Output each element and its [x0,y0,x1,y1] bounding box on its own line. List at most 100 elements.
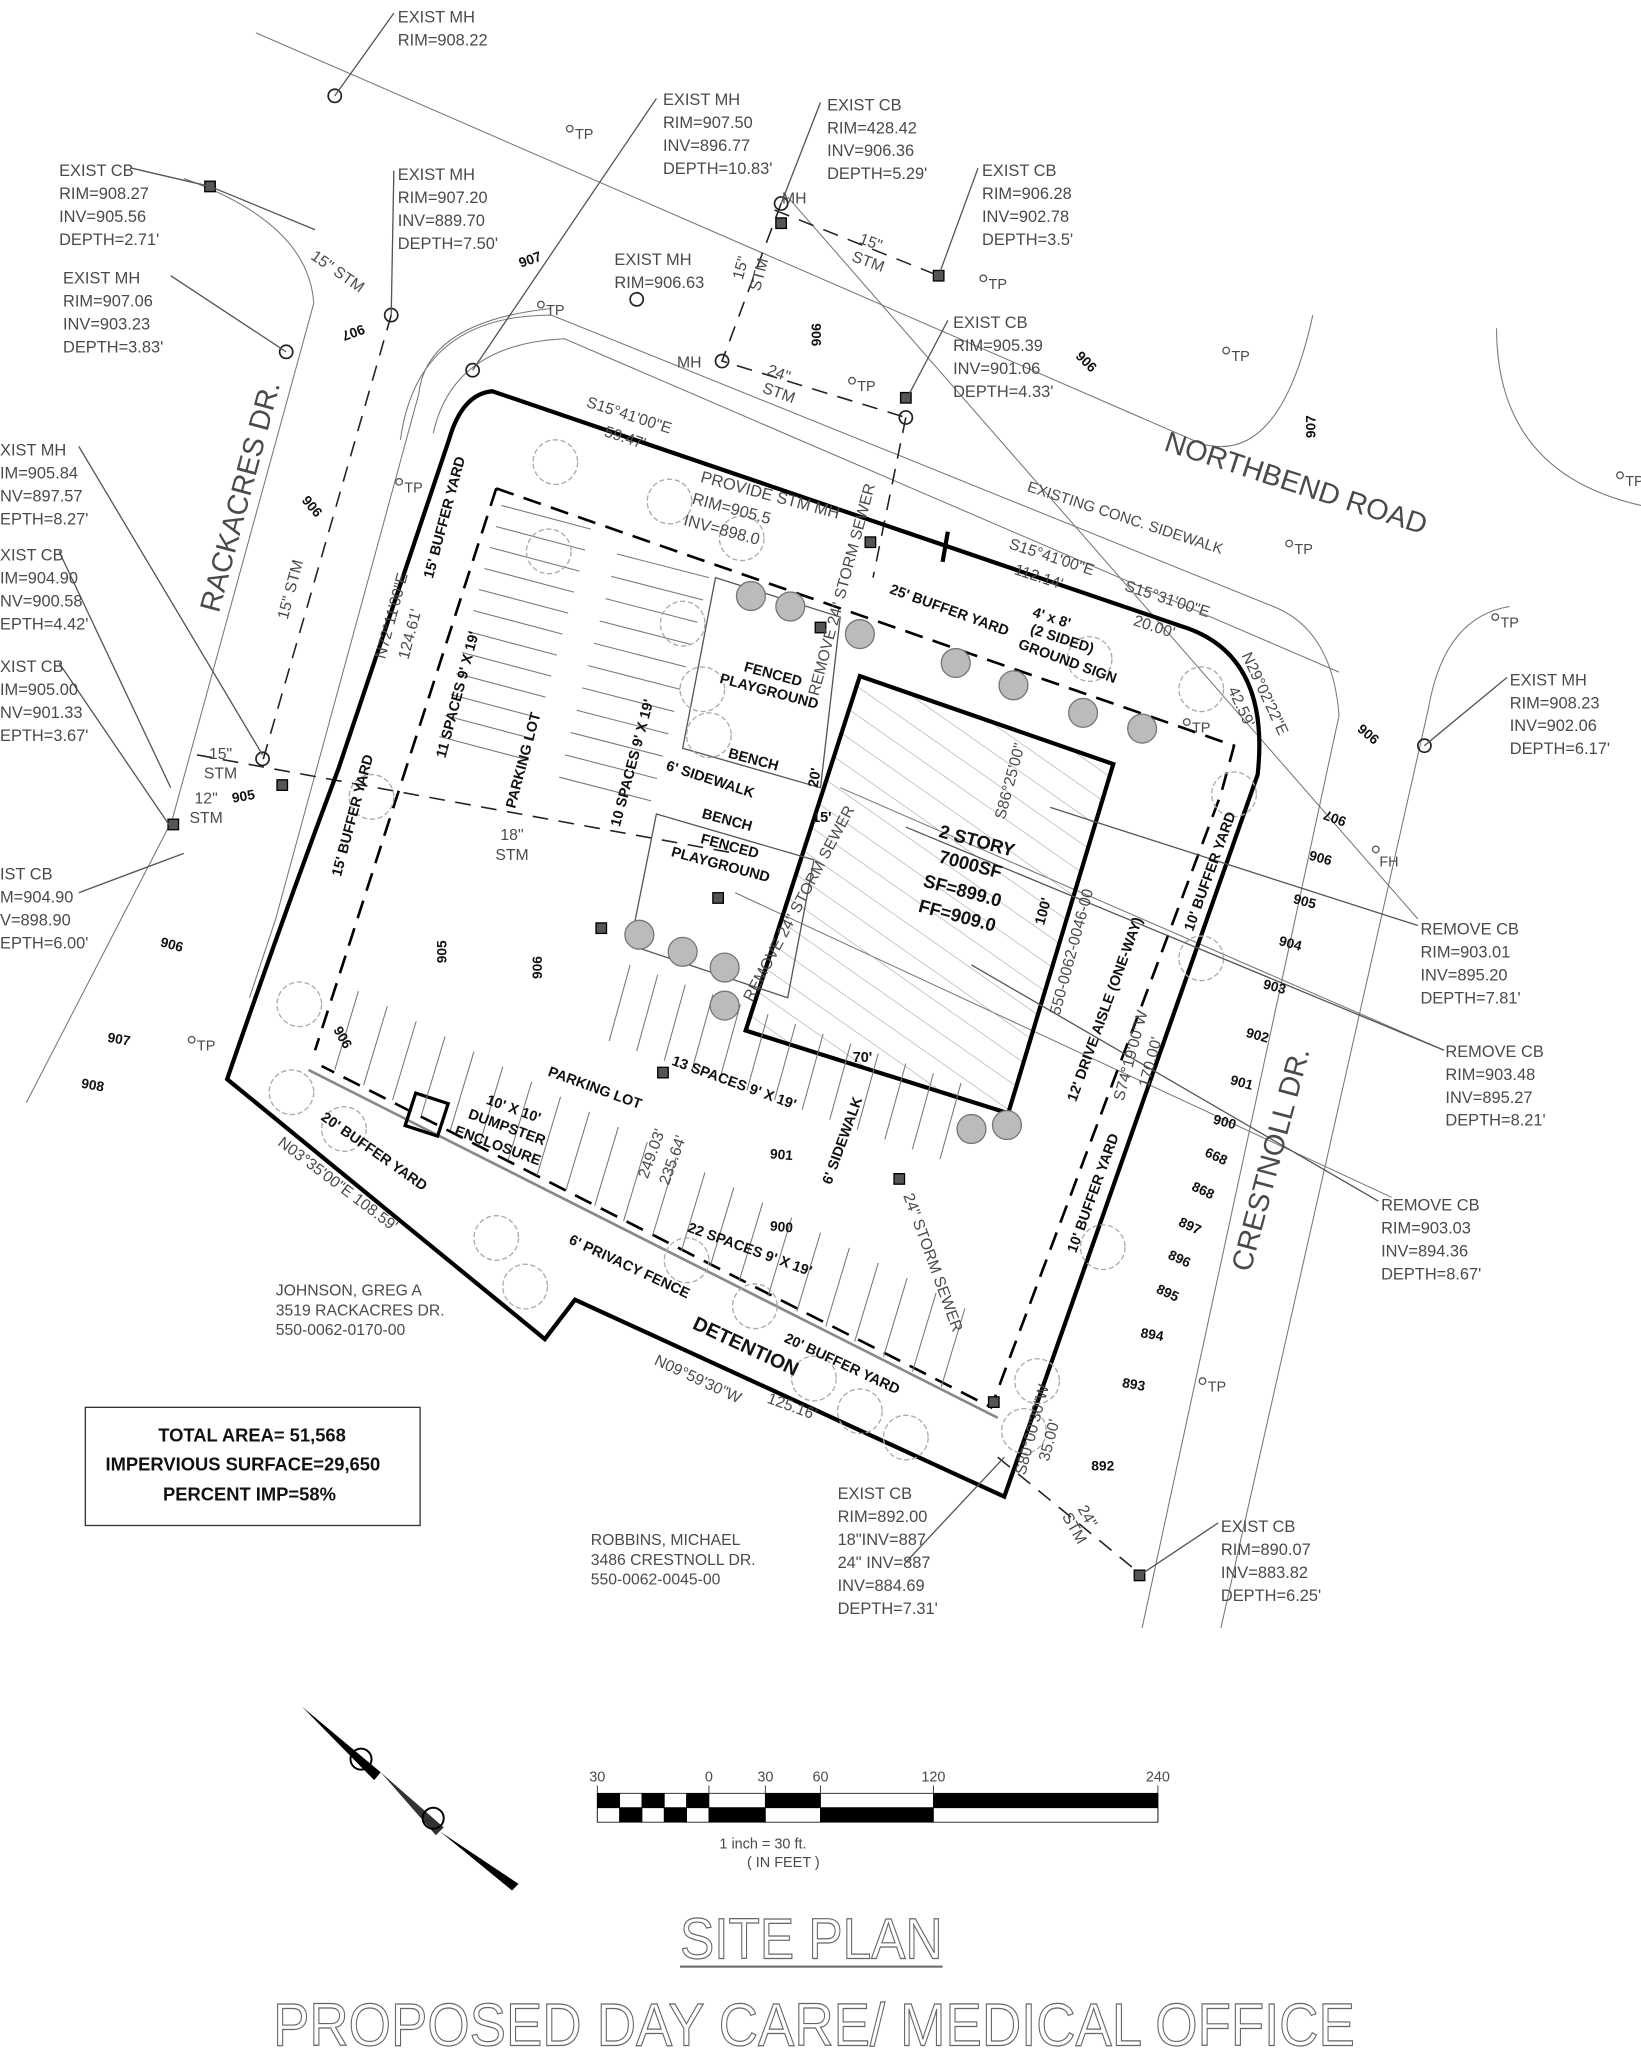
northbend-road-north-edge [255,32,1314,448]
sign-jog [940,531,950,563]
rackacres-east-edge [248,308,552,998]
contour-label: 905 [231,787,257,806]
scale-cell [619,1792,643,1809]
contour-label: 907 [1303,415,1318,438]
contour-label: 905 [1292,891,1318,912]
stall-line [856,1053,879,1130]
leader-line [905,1456,1005,1563]
callout-line: INV=902.06 [1510,717,1597,735]
owner-info: 550-0062-0045-00 [591,1572,721,1589]
stall-line [663,984,686,1061]
contour-label: 906 [1307,848,1333,869]
callout-line: REMOVE CB [1445,1043,1544,1061]
leader-line [1050,806,1419,927]
callout-line: EPTH=4.42' [0,616,88,634]
plan-annotation: 15" STM [308,248,368,297]
scale-cell [820,1807,934,1823]
catch-basin-icon [775,217,788,230]
leader-line [472,98,657,371]
stall-line [691,994,714,1071]
callout-line: RIM=903.48 [1445,1066,1535,1084]
storm-line [196,203,1143,1576]
callout-line: EPTH=8.27' [0,510,88,528]
callout-line: NV=901.33 [0,704,83,722]
scale-tick-label: 30 [757,1769,773,1785]
callout-line: EXIST MH [614,251,691,269]
trees [268,439,1258,1461]
tree-icon [525,528,572,575]
catch-basin-icon [595,922,608,935]
callout-line: DEPTH=6.17' [1510,740,1610,758]
impervious-surface: IMPERVIOUS SURFACE=29,650 [106,1453,381,1474]
plan-annotation: N09°59'30"W [652,1352,744,1407]
stall-line [507,1081,533,1161]
callout-line: IM=904.90 [0,570,78,588]
callout-line: INV=896.77 [663,137,750,155]
stall-line [495,525,586,551]
plan-annotation: 15" [209,746,232,763]
site-label: 70' [853,1050,873,1066]
tp-marker-icon [1182,718,1191,726]
stall-line [709,1187,735,1267]
scale-cell [663,1792,687,1809]
tree-icon [882,1414,929,1461]
stall-line [439,735,529,761]
tp-label: TP [1294,542,1312,558]
owner-info: 3519 RACKACRES DR. [276,1302,445,1319]
scale-cell [708,1792,766,1809]
callout-line: DEPTH=2.71' [59,231,159,249]
stall-line [593,642,686,668]
stall-line [774,1023,797,1101]
leader-line [78,852,185,894]
plan-annotation: RACKACRES DR. [195,378,287,616]
tp-marker-icon [1285,539,1294,548]
stall-line [883,1277,908,1357]
stall-line [608,964,631,1042]
stall-line [478,1066,504,1146]
stall-line [449,1051,475,1131]
plan-annotation: STM [495,847,528,864]
stall-line [576,709,669,735]
northbend-road-south-edge [399,314,1340,716]
scale-cell [619,1807,643,1823]
callout-line: NV=897.57 [0,488,83,506]
stall-line [801,1033,824,1111]
callout-line: RIM=908.22 [398,31,488,49]
plan-annotation: STM [760,380,797,407]
callout-line: RIM=906.28 [982,185,1072,203]
scale-cell [596,1807,621,1823]
tree-icon [646,478,693,525]
contour-label: 893 [1121,1375,1147,1394]
crestnoll-east-edge [1220,606,1510,1629]
stall-line [829,1043,852,1120]
callout-line: DEPTH=5.29' [827,165,927,183]
stall-line [854,1262,879,1342]
plan-annotation: MH [782,191,807,208]
leader-line [58,551,172,788]
road-curve-east [1496,328,1641,506]
callout-line: EPTH=6.00' [0,935,88,953]
callout-line: XIST CB [0,547,64,565]
tree-icon [731,1283,778,1330]
scale-cell [764,1792,821,1809]
tree-icon [532,439,579,486]
stall-line [940,1308,966,1388]
area-box [84,1406,421,1527]
tp-label: TP [1231,349,1249,365]
callout-line: EXIST CB [982,162,1057,180]
privacy-fence [307,1068,999,1420]
catch-basin-icon [987,1396,1000,1408]
contour-label: 906 [1073,348,1100,375]
tp-marker-icon [395,477,404,486]
leader-line [1139,1522,1219,1576]
callout-line: IM=905.84 [0,465,78,483]
callout-line: REMOVE CB [1381,1196,1480,1214]
stall-line [939,1082,962,1160]
catch-basin-icon [712,892,725,904]
tree-icon [348,773,395,820]
plan-annotation: STM [189,810,222,827]
manhole-icon [714,353,730,369]
catch-basin-icon [814,621,827,634]
site-label: DETENTION [689,1313,801,1381]
